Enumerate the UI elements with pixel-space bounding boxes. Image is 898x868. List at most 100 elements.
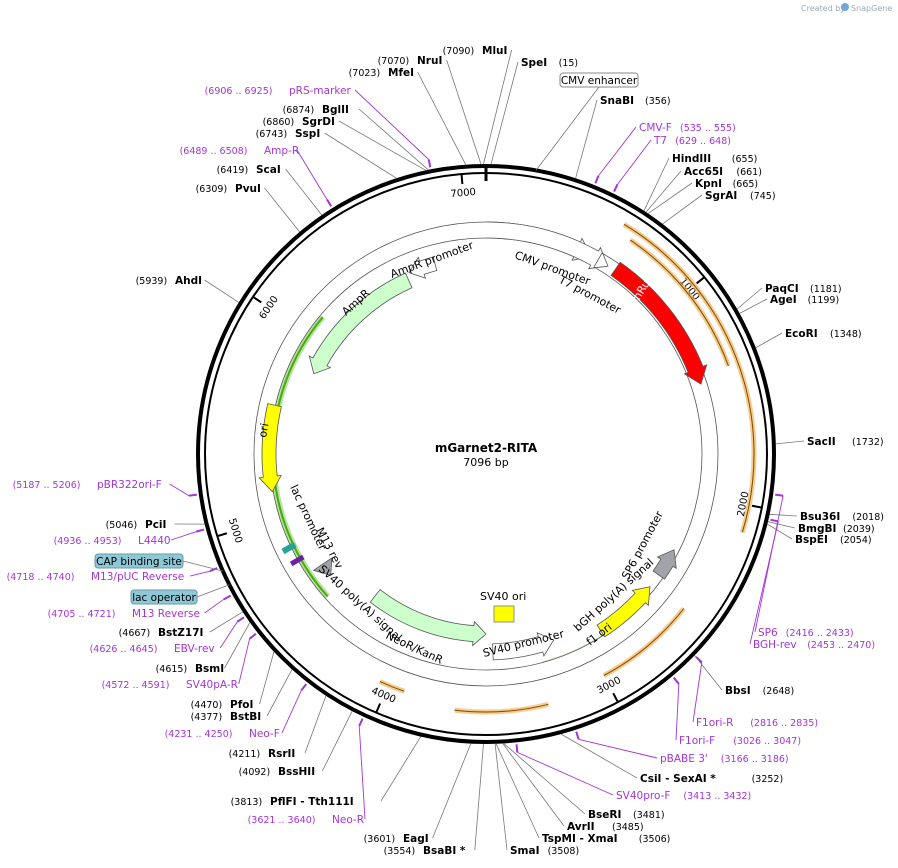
enzyme-name: SpeI xyxy=(521,57,547,69)
leader-line xyxy=(502,743,565,827)
primer-leader-line xyxy=(169,483,190,497)
enzyme-name: AhdI xyxy=(175,275,202,287)
primer-site-mark xyxy=(575,731,580,740)
leader-line xyxy=(322,711,353,772)
leader-line xyxy=(204,279,239,303)
primer-range: (4705 .. 4721) xyxy=(48,609,116,620)
primer-range: (4231 .. 4250) xyxy=(165,729,233,740)
enzyme-name: PflFI - Tth111I xyxy=(270,796,354,808)
primer-leader-line xyxy=(170,531,197,541)
primer-leader-line xyxy=(189,570,210,577)
primer-name: Neo-R xyxy=(332,814,364,826)
tick-label: 6000 xyxy=(258,294,281,321)
enzyme-name: MluI xyxy=(482,45,507,57)
primer-range: (2453 .. 2470) xyxy=(807,640,875,651)
primer-name: SV40pA-R xyxy=(186,679,238,691)
box-leader-line xyxy=(182,560,223,572)
enzyme-site: (3554)BsaBI * xyxy=(384,845,466,857)
sv40-ori-box xyxy=(493,605,515,623)
primer-site-mark xyxy=(672,677,680,685)
primer-site: SV40pro-F(3413 .. 3432) xyxy=(616,790,751,802)
primer-site-mark xyxy=(515,744,519,753)
primer-leader-line xyxy=(296,149,328,200)
snapgene-logo-icon xyxy=(841,3,849,11)
primer-range: (3621 .. 3640) xyxy=(248,815,316,826)
enzyme-position: (3601) xyxy=(364,834,396,845)
enzyme-position: (6419) xyxy=(217,165,249,176)
primer-range: (535 .. 555) xyxy=(680,123,736,134)
leader-line xyxy=(285,168,323,216)
enzyme-site: (7023)MfeI xyxy=(349,67,414,79)
primer-site-mark xyxy=(248,632,257,640)
primer-range: (5187 .. 5206) xyxy=(13,480,81,491)
enzyme-position: (6860) xyxy=(263,117,295,128)
enzyme-name: PaqCI xyxy=(765,283,799,295)
enzyme-position: (2054) xyxy=(840,535,872,546)
leader-line xyxy=(775,440,805,445)
primer-site: T7(629 .. 648) xyxy=(653,135,731,147)
enzyme-site: HindIII(655) xyxy=(672,153,757,165)
leader-line xyxy=(647,182,693,214)
enzyme-position: (7090) xyxy=(443,46,475,57)
leader-line xyxy=(358,108,429,171)
primer-site-mark xyxy=(223,594,232,601)
leader-line xyxy=(495,743,540,839)
primer-site-mark xyxy=(358,718,364,727)
primer-name: M13/pUC Reverse xyxy=(91,571,184,583)
primer-leader-line xyxy=(692,662,703,723)
enzyme-position: (3813) xyxy=(231,797,263,808)
m13-rev-feature xyxy=(289,554,305,567)
enzyme-name: PvuI xyxy=(235,183,261,195)
primer-site: SP6(2416 .. 2433) xyxy=(758,627,854,639)
t7-promoter-arrow xyxy=(253,221,719,687)
enzyme-position: (4470) xyxy=(191,700,223,711)
leader-line xyxy=(432,743,472,839)
enzyme-name: BsmI xyxy=(195,663,224,675)
enzyme-site: BspEI(2054) xyxy=(795,534,872,546)
primer-name: CMV-F xyxy=(639,122,672,134)
enzyme-name: ScaI xyxy=(256,164,281,176)
lac-operator-box: lac operator xyxy=(130,589,198,605)
primer-site-mark xyxy=(188,493,197,497)
enzyme-position: (7070) xyxy=(378,56,410,67)
leader-line xyxy=(483,49,512,165)
leader-line xyxy=(662,194,703,225)
leader-line xyxy=(494,743,508,851)
enzyme-position: (7023) xyxy=(349,68,381,79)
enzyme-site: Acc65I(661) xyxy=(684,166,762,178)
enzyme-name: NruI xyxy=(417,55,442,67)
enzyme-site: (3813) PflFI - Tth111I xyxy=(231,796,354,808)
lac-operator-label: lac operator xyxy=(132,592,196,604)
leader-line xyxy=(446,59,482,165)
primer-name: pBABE 3' xyxy=(660,753,708,765)
enzyme-position: (2648) xyxy=(763,686,795,697)
primer-site: BGH-rev(2453 .. 2470) xyxy=(753,639,875,651)
primer-name: pRS-marker xyxy=(289,85,352,97)
enzyme-name: SgrDI xyxy=(302,116,335,128)
cmv-enhancer-label: CMV enhancer xyxy=(561,75,638,87)
leader-line xyxy=(304,695,327,754)
enzyme-site: (5939)AhdI xyxy=(136,275,202,287)
enzyme-name: AvrII xyxy=(567,821,595,833)
enzyme-name: CsiI - SexAI * xyxy=(640,773,716,785)
primer-name: M13 Reverse xyxy=(132,608,200,620)
tick-mark xyxy=(751,504,763,509)
primer-leader-line xyxy=(749,521,779,645)
ampr-promoter-arrow xyxy=(408,256,438,279)
primer-name: F1ori-R xyxy=(696,717,733,729)
primer-name: Neo-F xyxy=(249,728,280,740)
primer-site: pBABE 3'(3166 .. 3186) xyxy=(660,753,789,765)
enzyme-site: (7090) MluI xyxy=(443,45,508,57)
primer-range: (629 .. 648) xyxy=(675,136,731,147)
enzyme-position: (6309) xyxy=(196,184,228,195)
backbone-outer-ring xyxy=(196,164,776,744)
tick-label: 3000 xyxy=(595,675,623,697)
leader-line xyxy=(224,622,251,669)
primer-leader-line xyxy=(281,690,302,734)
leader-line xyxy=(736,287,763,310)
enzyme-name: BssHII xyxy=(278,766,315,778)
cmv-enhancer-box: CMV enhancer xyxy=(559,72,639,88)
primer-leader-line xyxy=(517,751,614,796)
enzyme-position: (3506) xyxy=(639,834,671,845)
f1-ori-arrow xyxy=(596,586,651,638)
